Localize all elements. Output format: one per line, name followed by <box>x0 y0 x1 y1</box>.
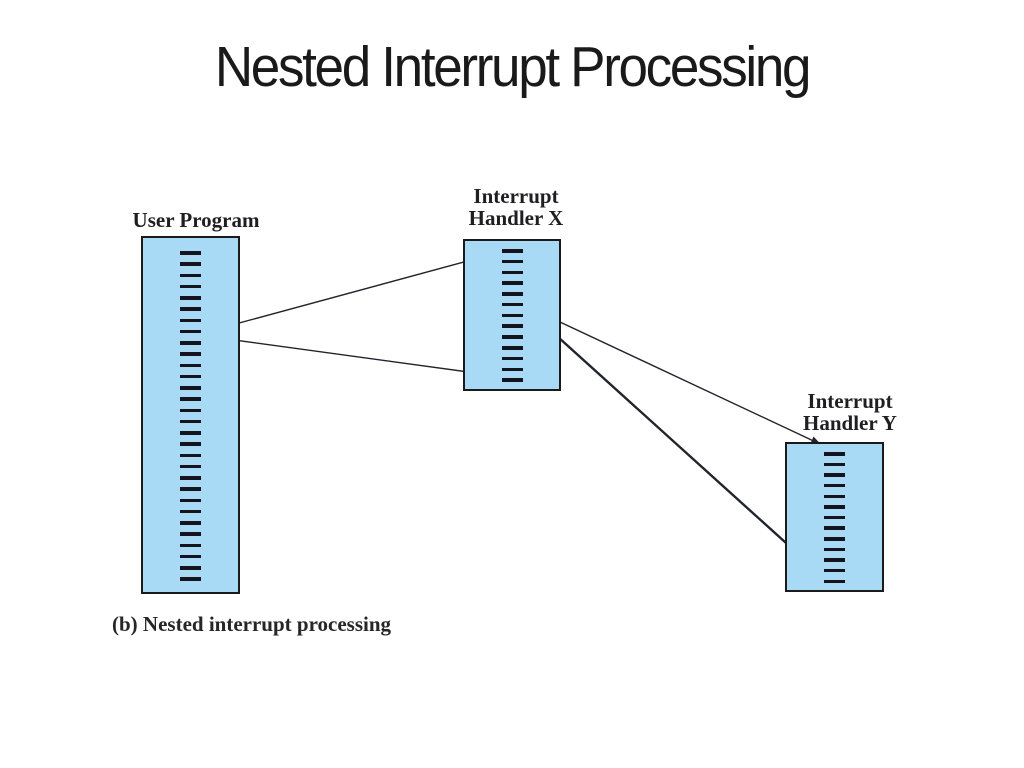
code-line-dash <box>501 367 523 372</box>
code-line-dash <box>501 324 523 328</box>
code-line-dash <box>180 464 201 469</box>
code-line-dash <box>501 378 523 382</box>
user-program-label: User Program <box>132 208 260 232</box>
code-line-dash <box>824 483 845 488</box>
code-line-dash <box>180 273 201 277</box>
interrupt-handler-y-code-lines <box>824 452 845 583</box>
arrow-interrupt-to-y <box>527 306 821 445</box>
code-line-dash <box>180 509 201 514</box>
code-line-dash <box>180 577 201 581</box>
code-line-dash <box>180 487 201 491</box>
arrow-return-from-x <box>204 333 506 378</box>
code-line-dash <box>501 313 523 318</box>
code-line-dash <box>180 352 201 356</box>
code-line-dash <box>180 543 201 547</box>
code-line-dash <box>180 521 201 525</box>
code-line-dash <box>180 431 201 435</box>
code-line-dash <box>180 251 201 255</box>
code-line-dash <box>501 270 523 275</box>
code-line-dash <box>180 329 201 334</box>
code-line-dash <box>824 568 845 573</box>
code-line-dash <box>180 397 201 401</box>
code-line-dash <box>501 302 523 307</box>
code-line-dash <box>501 356 523 361</box>
code-line-dash <box>180 419 201 424</box>
code-line-dash <box>180 374 201 379</box>
interrupt-handler-x-code-lines <box>501 249 523 382</box>
code-line-dash <box>824 579 845 583</box>
code-line-dash <box>180 408 201 412</box>
code-line-dash <box>180 296 201 300</box>
interrupt-handler-y-box <box>785 442 884 592</box>
code-line-dash <box>824 515 845 520</box>
code-line-dash <box>180 262 201 266</box>
code-line-dash <box>501 249 523 253</box>
figure-caption: (b) Nested interrupt processing <box>112 612 392 636</box>
interrupt-handler-x-label-line2: Handler X <box>468 206 564 230</box>
arrow-return-from-y <box>526 308 828 581</box>
code-line-dash <box>180 566 201 570</box>
code-line-dash <box>824 547 845 552</box>
code-line-dash <box>501 346 523 350</box>
interrupt-handler-y-label-line2: Handler Y <box>803 411 897 435</box>
code-line-dash <box>180 498 201 502</box>
code-line-dash <box>180 532 201 536</box>
code-line-dash <box>824 462 845 467</box>
code-line-dash <box>180 476 201 480</box>
slide-title: Nested Interrupt Processing <box>214 35 812 99</box>
interrupt-handler-y-label: Interrupt Handler Y <box>780 390 920 434</box>
code-line-dash <box>180 554 201 559</box>
code-line-dash <box>180 363 201 367</box>
code-line-dash <box>824 473 845 477</box>
code-line-dash <box>501 281 523 285</box>
code-line-dash <box>824 537 845 541</box>
code-line-dash <box>180 307 201 311</box>
interrupt-handler-x-box <box>463 239 561 391</box>
user-program-code-lines <box>180 251 201 581</box>
code-line-dash <box>824 526 845 530</box>
code-line-dash <box>824 558 845 562</box>
code-line-dash <box>180 386 201 390</box>
code-line-dash <box>180 442 201 446</box>
code-line-dash <box>180 341 201 345</box>
code-line-dash <box>180 284 201 289</box>
interrupt-handler-x-label-line1: Interrupt <box>473 184 559 208</box>
code-line-dash <box>824 505 845 509</box>
code-line-dash <box>824 494 845 498</box>
user-program-box <box>141 236 240 594</box>
code-line-dash <box>180 318 201 322</box>
code-line-dash <box>501 335 523 339</box>
code-line-dash <box>824 452 845 456</box>
interrupt-handler-x-label: Interrupt Handler X <box>446 185 586 229</box>
interrupt-handler-y-label-line1: Interrupt <box>807 389 893 413</box>
code-line-dash <box>501 259 523 264</box>
arrow-interrupt-to-x <box>205 251 498 333</box>
code-line-dash <box>180 453 201 457</box>
code-line-dash <box>501 292 523 296</box>
